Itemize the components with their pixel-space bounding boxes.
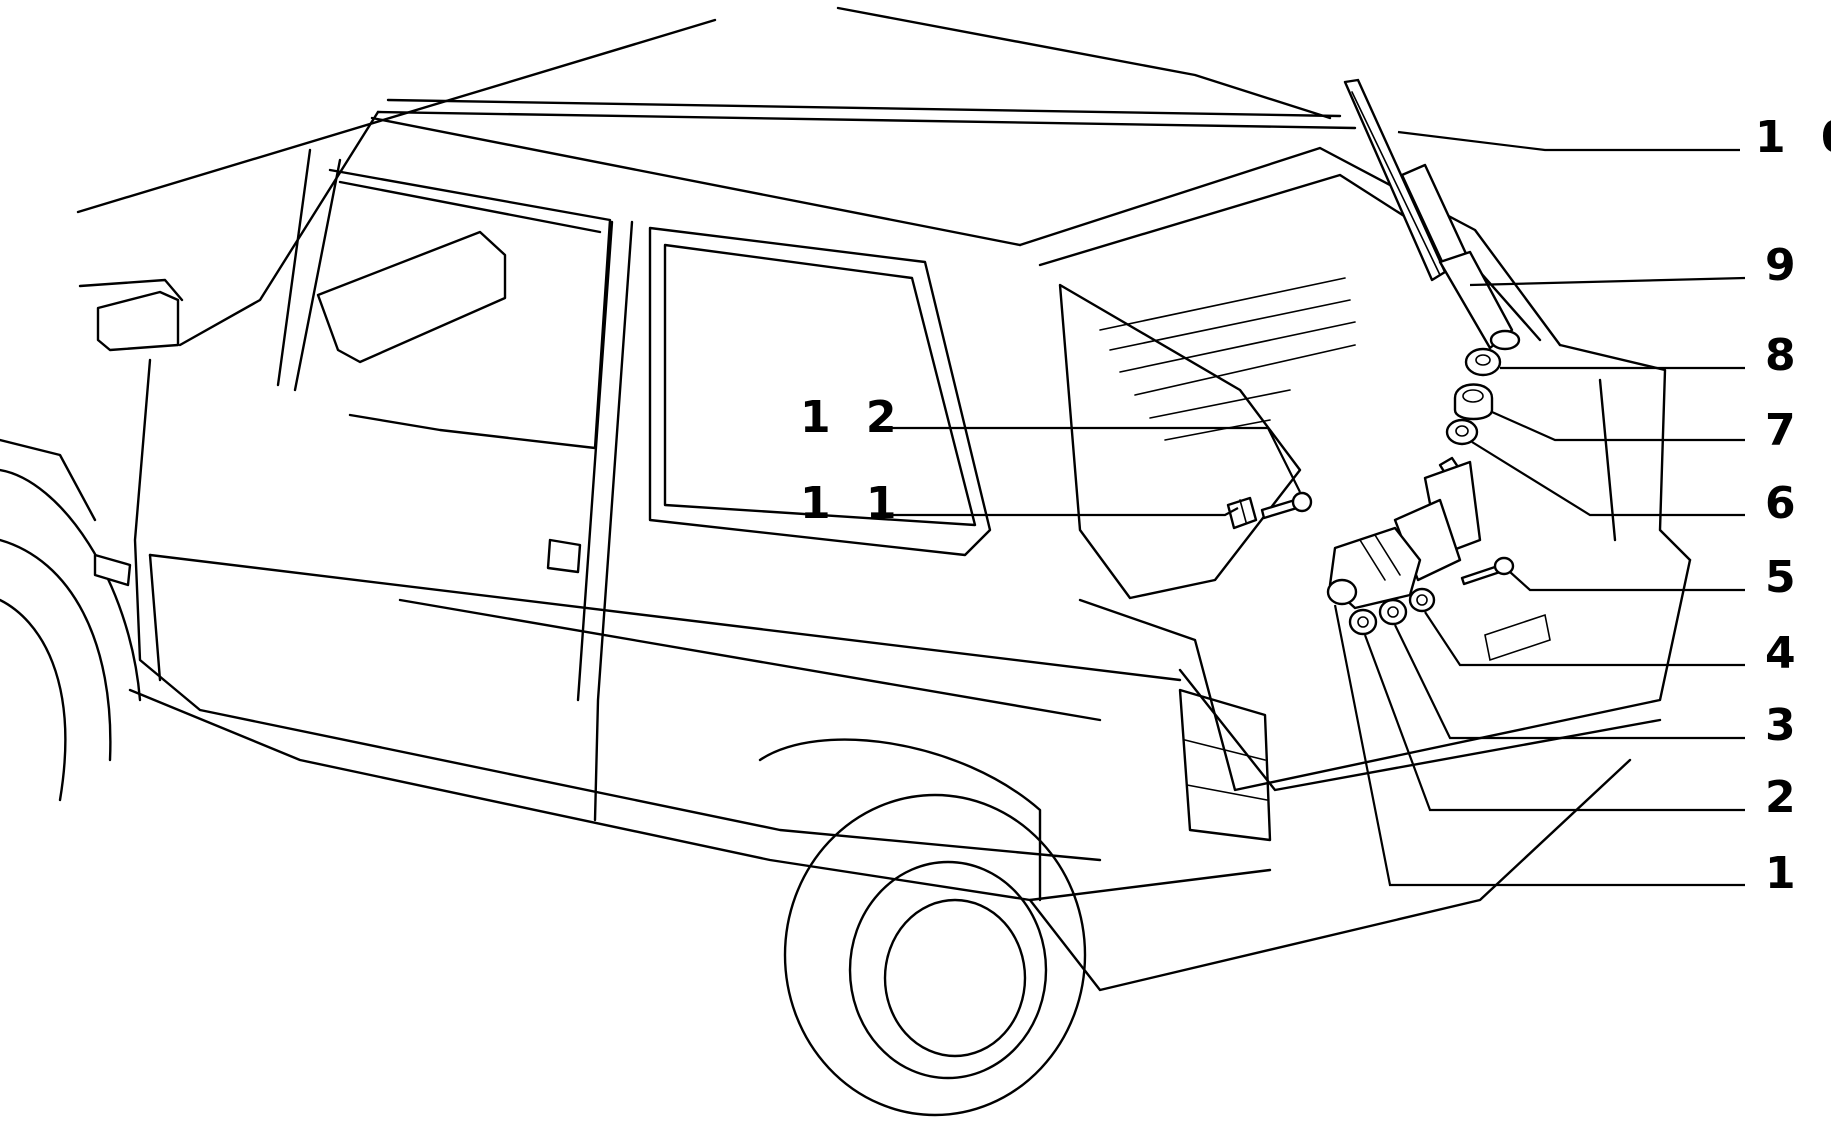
leader-9	[1469, 276, 1746, 287]
car-body-outline	[0, 6, 1692, 1117]
callout-12: 1 2	[800, 392, 907, 443]
callout-5: 5	[1765, 552, 1806, 603]
washer-2	[1348, 608, 1378, 636]
callout-1: 1	[1765, 848, 1806, 899]
leader-10	[1397, 130, 1740, 152]
callout-10: 1 0	[1755, 112, 1831, 163]
leader-1	[1333, 604, 1745, 887]
callout-11: 1 1	[800, 478, 907, 529]
callout-labels: 1 0 9 8 7 6 5 4 3 2 1 1 2 1 1	[800, 112, 1831, 899]
washer-6	[1445, 418, 1479, 446]
callout-2: 2	[1765, 772, 1806, 823]
callout-6: 6	[1765, 478, 1806, 529]
screw-12	[1260, 498, 1299, 520]
leader-2	[1363, 634, 1745, 812]
leader-6	[1471, 441, 1745, 517]
callout-3: 3	[1765, 700, 1806, 751]
cap-nut	[1464, 347, 1502, 377]
leader-11	[875, 507, 1239, 517]
wiper-parts	[1226, 78, 1521, 636]
callout-7: 7	[1765, 405, 1806, 456]
callout-4: 4	[1765, 628, 1806, 679]
leader-12	[875, 426, 1301, 493]
leader-lines	[875, 130, 1746, 887]
leader-5	[1509, 571, 1745, 592]
leader-7	[1491, 410, 1745, 442]
wiper-arm	[1438, 250, 1514, 350]
leader-3	[1394, 624, 1745, 740]
leader-4	[1424, 611, 1745, 667]
connector-11	[1226, 496, 1258, 530]
callout-8: 8	[1765, 330, 1806, 381]
callout-9: 9	[1765, 240, 1806, 291]
nut-3	[1378, 598, 1408, 626]
washer-4	[1408, 587, 1436, 613]
